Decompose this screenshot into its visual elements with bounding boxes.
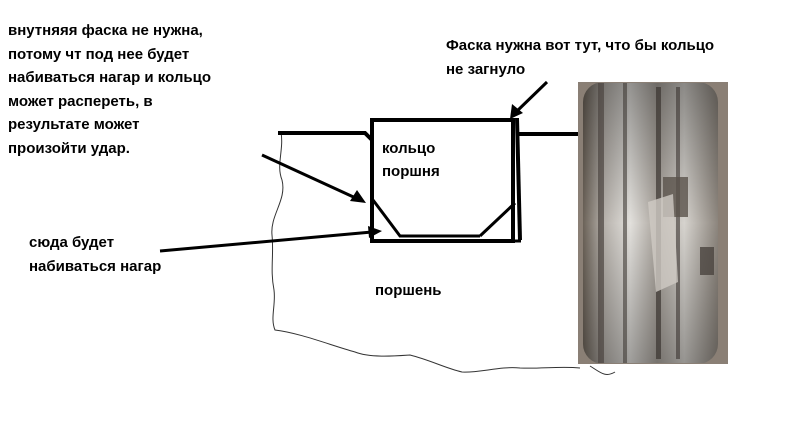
piston-label: поршень: [375, 282, 442, 299]
inner-chamfer-note: внутняяя фаска не нужна, потому чт под н…: [8, 22, 212, 157]
ring-label: кольцо поршня: [382, 140, 440, 180]
carbon-deposit-note: сюда будет набиваться нагар: [29, 234, 162, 275]
arrow-outer-chamfer: [510, 80, 549, 119]
arrow-inner-chamfer: [261, 153, 366, 203]
ring-inner-chamfer-left: [371, 199, 480, 238]
piston-body-outline: [271, 131, 581, 373]
piston-body-outline-right: [589, 365, 616, 375]
piston-top-edge-left: [278, 131, 374, 142]
ring-inner-chamfer-right: [478, 201, 517, 238]
piston-photo: [578, 82, 728, 364]
groove-wall-right: [515, 117, 522, 241]
arrow-carbon: [159, 226, 382, 253]
outer-chamfer-note: Фаска нужна вот тут, что бы кольцо не за…: [446, 37, 715, 78]
